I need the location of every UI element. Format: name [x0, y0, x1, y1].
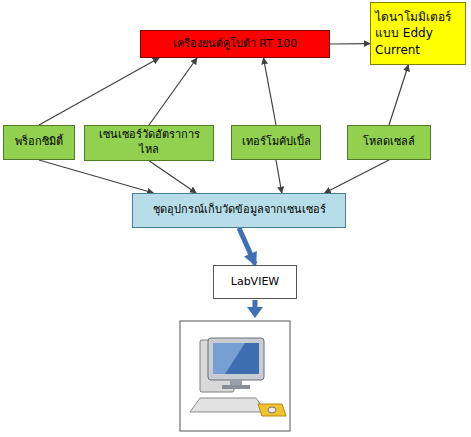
node-label: เทอร์โมคัปเปิ้ล	[242, 135, 311, 150]
connector-arrow	[389, 65, 408, 125]
sensor-box: โหลดเซลล์	[347, 125, 431, 160]
connector-arrow	[264, 58, 277, 125]
engine-box: เครื่องยนต์คูโบต้า RT 100	[140, 30, 330, 58]
node-label: โหลดเซลล์	[363, 135, 415, 150]
computer-monitor	[208, 338, 264, 380]
node-label: พร็อกซิมิตี้	[15, 135, 63, 150]
computer-keyboard	[190, 398, 266, 412]
flow-arrow	[239, 228, 255, 264]
node-label: LabVIEW	[231, 275, 279, 290]
node-label: ชุดอุปกรณ์เก็บวัดข้อมูลจากเซนเซอร์	[153, 203, 326, 218]
screen-glare	[213, 343, 245, 374]
computer-mouse	[268, 407, 276, 413]
flow-arrow-shaft	[253, 300, 258, 308]
connector-arrow	[330, 43, 370, 45]
sensor-box: พร็อกซิมิตี้	[3, 125, 75, 160]
connector-arrow	[149, 161, 196, 193]
flow-arrow-head	[247, 307, 263, 318]
monitor-base	[222, 385, 250, 389]
daq-box: ชุดอุปกรณ์เก็บวัดข้อมูลจากเซนเซอร์	[132, 193, 346, 228]
computer-frame	[180, 321, 290, 431]
sensor-box: เซนเซอร์วัดอัตราการไหล	[84, 125, 214, 161]
node-label: เซนเซอร์วัดอัตราการไหล	[89, 128, 209, 158]
node-label: เครื่องยนต์คูโบต้า RT 100	[173, 37, 298, 52]
computer-screen	[213, 343, 259, 374]
dynamometer-box: ไดนาโมมิเตอร์แบบ Eddy Current	[370, 2, 466, 65]
connector-arrow	[276, 160, 282, 193]
sensor-box: เทอร์โมคัปเปิ้ล	[231, 125, 321, 160]
connector-arrow	[149, 58, 197, 125]
mouse-pad	[258, 404, 286, 416]
node-label: ไดนาโมมิเตอร์แบบ Eddy Current	[375, 9, 461, 58]
connector-arrow	[39, 160, 153, 193]
connector-arrow	[325, 160, 389, 193]
software-box: LabVIEW	[213, 265, 297, 299]
connector-arrow	[39, 58, 159, 125]
